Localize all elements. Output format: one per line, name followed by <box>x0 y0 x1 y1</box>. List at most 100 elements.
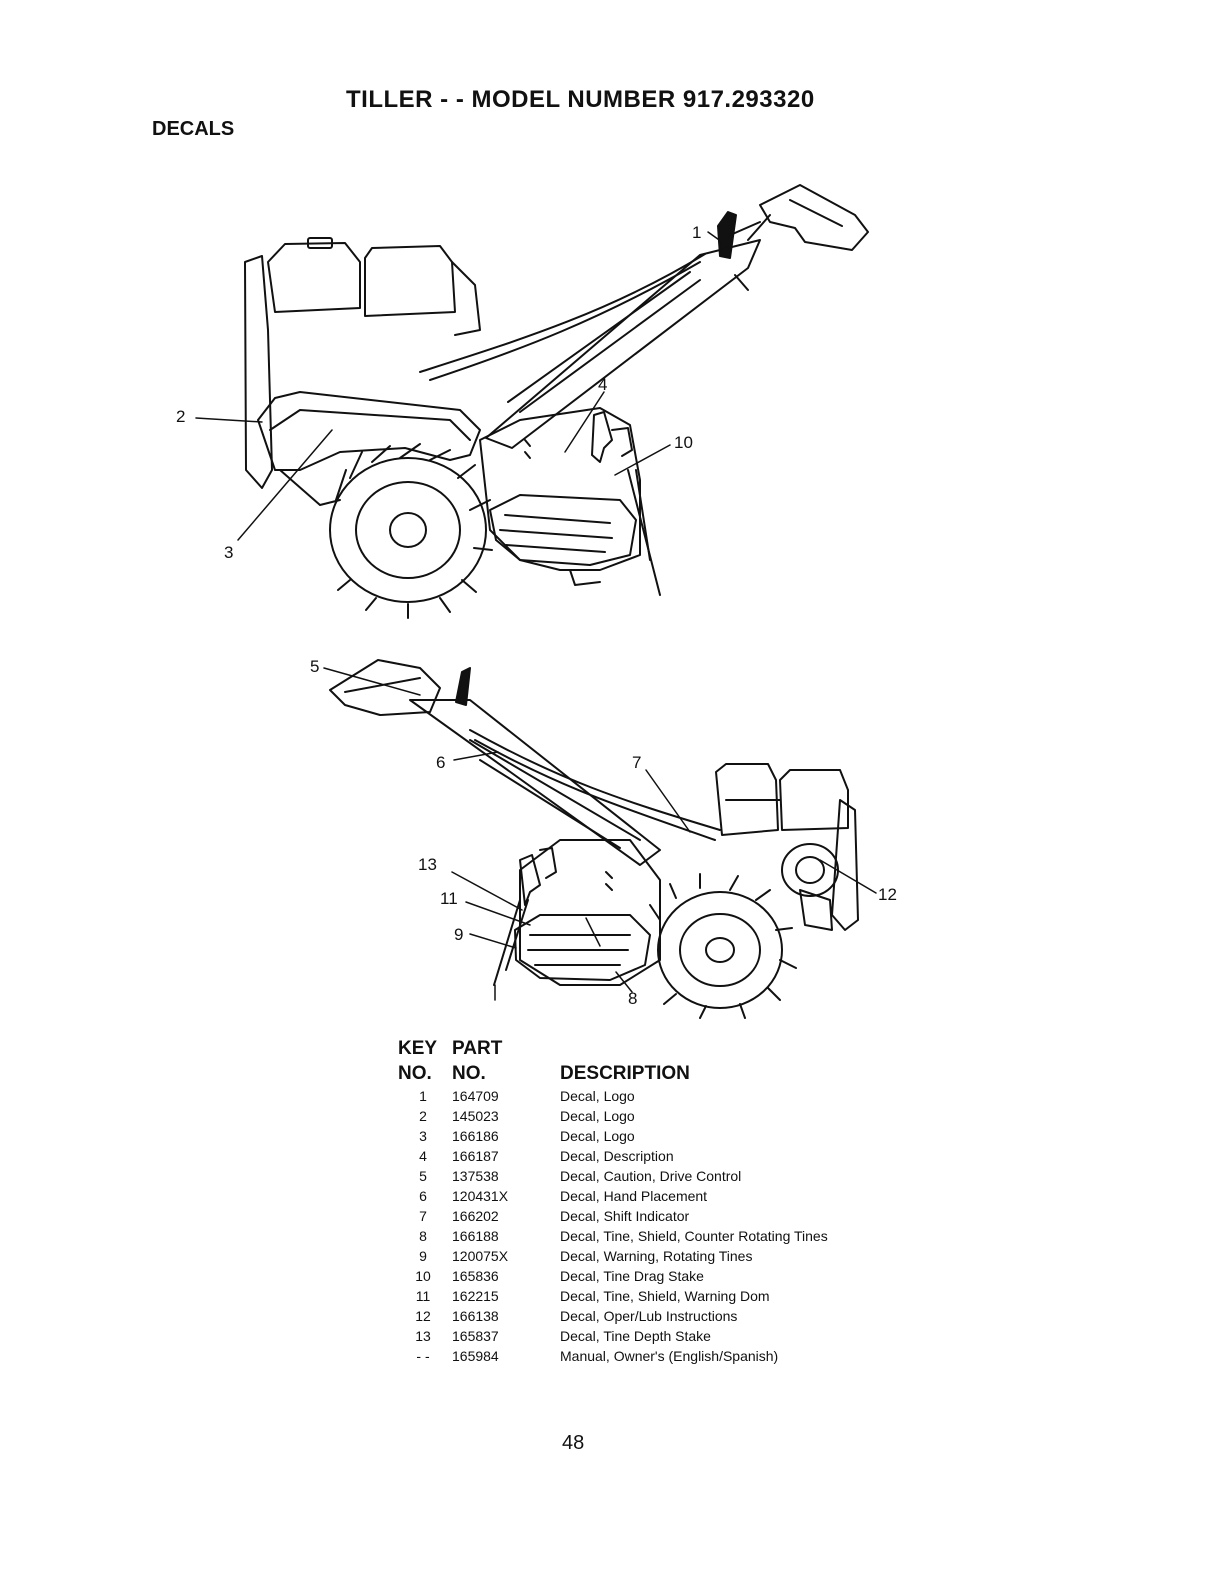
drag-stake-bottom <box>493 899 529 986</box>
engine-fuel-tank <box>267 242 361 313</box>
callout-10: 10 <box>674 433 693 452</box>
key-no-cell: 8 <box>419 1228 427 1244</box>
key-no-cell: - - <box>416 1348 430 1364</box>
table-row: 10 165836 Decal, Tine Drag Stake <box>398 1266 828 1286</box>
description-cell: Decal, Caution, Drive Control <box>560 1168 742 1184</box>
part-no-cell: 165984 <box>452 1348 499 1364</box>
header-description: DESCRIPTION <box>560 1063 690 1084</box>
tiller-top-view <box>244 184 869 619</box>
part-no-cell: 137538 <box>452 1168 499 1184</box>
key-no-cell: 6 <box>419 1188 427 1204</box>
part-no-cell: 162215 <box>452 1288 499 1304</box>
tine-shield-plate <box>489 494 637 566</box>
table-row: 1 164709 Decal, Logo <box>398 1086 828 1106</box>
engine-body <box>364 245 456 317</box>
table-row: 3 166186 Decal, Logo <box>398 1126 828 1146</box>
key-no-cell: 1 <box>419 1088 427 1104</box>
description-cell: Decal, Description <box>560 1148 674 1164</box>
handle-tube-bottom <box>409 699 661 866</box>
callout-9: 9 <box>454 925 463 944</box>
page-title: TILLER - - MODEL NUMBER 917.293320 <box>346 86 815 113</box>
description-cell: Decal, Warning, Rotating Tines <box>560 1248 753 1264</box>
part-no-cell: 166187 <box>452 1148 499 1164</box>
callout-3: 3 <box>224 543 233 562</box>
callout-8: 8 <box>628 989 637 1008</box>
part-no-cell: 166202 <box>452 1208 499 1224</box>
tine-shield-bottom <box>514 914 651 981</box>
callout-12: 12 <box>878 885 897 904</box>
key-no-cell: 7 <box>419 1208 427 1224</box>
part-no-cell: 120075X <box>452 1248 509 1264</box>
drive-control-lever-bottom <box>455 667 471 706</box>
key-no-cell: 12 <box>415 1308 431 1324</box>
description-cell: Decal, Logo <box>560 1088 635 1104</box>
wheel-top <box>329 457 487 603</box>
key-no-cell: 3 <box>419 1128 427 1144</box>
description-cell: Decal, Tine Depth Stake <box>560 1328 711 1344</box>
handle-tube <box>485 239 761 449</box>
part-no-cell: 120431X <box>452 1188 509 1204</box>
callout-7: 7 <box>632 753 641 772</box>
wheel-bottom <box>657 891 783 1009</box>
part-no-cell: 165837 <box>452 1328 499 1344</box>
table-row: 9 120075X Decal, Warning, Rotating Tines <box>398 1246 828 1266</box>
table-row: 6 120431X Decal, Hand Placement <box>398 1186 828 1206</box>
table-row: 12 166138 Decal, Oper/Lub Instructions <box>398 1306 828 1326</box>
part-no-cell: 166138 <box>452 1308 499 1324</box>
callout-leaders-top <box>195 231 723 541</box>
belt-guard <box>257 391 481 471</box>
callout-11: 11 <box>440 889 458 908</box>
engine-bottom <box>715 763 779 836</box>
description-cell: Decal, Logo <box>560 1128 635 1144</box>
part-no-cell: 166186 <box>452 1128 499 1144</box>
callout-2: 2 <box>176 407 185 426</box>
part-no-cell: 145023 <box>452 1108 499 1124</box>
engine-fuel-tank-bottom <box>779 769 849 831</box>
tine-hood-top <box>479 407 641 571</box>
description-cell: Manual, Owner's (English/Spanish) <box>560 1348 779 1364</box>
callout-1: 1 <box>692 223 701 242</box>
description-cell: Decal, Oper/Lub Instructions <box>560 1308 738 1324</box>
drag-stake-top <box>627 469 661 596</box>
description-cell: Decal, Hand Placement <box>560 1188 708 1204</box>
key-no-cell: 10 <box>415 1268 431 1284</box>
part-no-cell: 166188 <box>452 1228 499 1244</box>
depth-stake-top <box>591 411 613 463</box>
tiller-bottom-view <box>329 659 859 1019</box>
part-no-cell: 164709 <box>452 1088 499 1104</box>
tine-hood-bottom <box>519 839 661 986</box>
part-no-cell: 165836 <box>452 1268 499 1284</box>
engine-frame <box>244 255 273 489</box>
key-no-cell: 5 <box>419 1168 427 1184</box>
recoil-starter <box>781 843 839 897</box>
rear-frame-bottom <box>831 799 859 931</box>
key-no-cell: 9 <box>419 1248 427 1264</box>
table-row: 13 165837 Decal, Tine Depth Stake <box>398 1326 828 1346</box>
key-no-cell: 13 <box>415 1328 431 1344</box>
page-number: 48 <box>562 1432 585 1454</box>
table-row: 5 137538 Decal, Caution, Drive Control <box>398 1166 828 1186</box>
key-no-cell: 4 <box>419 1148 427 1164</box>
callout-4: 4 <box>598 375 607 394</box>
callout-6: 6 <box>436 753 445 772</box>
tiller-exploded-diagram: 1 2 3 4 10 <box>176 184 897 1019</box>
table-row: 4 166187 Decal, Description <box>398 1146 828 1166</box>
description-cell: Decal, Tine Drag Stake <box>560 1268 704 1284</box>
depth-stake-bottom <box>519 854 541 906</box>
key-no-cell: 2 <box>419 1108 427 1124</box>
callout-leaders-bottom <box>323 667 877 1001</box>
description-cell: Decal, Tine, Shield, Warning Dom <box>560 1288 770 1304</box>
callout-5: 5 <box>310 657 319 676</box>
table-row: - - 165984 Manual, Owner's (English/Spanis… <box>398 1346 828 1366</box>
handlebar-grip-bottom <box>329 659 441 716</box>
handlebar-grip <box>759 184 869 251</box>
callout-13: 13 <box>418 855 437 874</box>
